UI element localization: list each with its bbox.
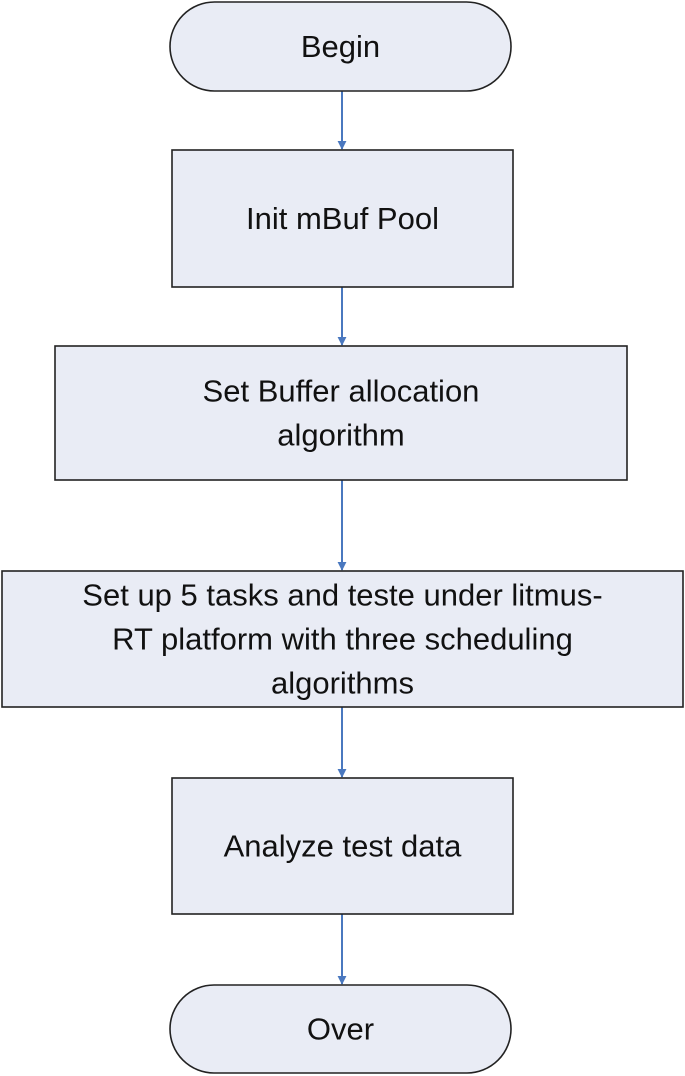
node-label-line: Over: [307, 1012, 374, 1047]
node-label-line: algorithm: [277, 418, 405, 453]
process-box: [171, 777, 514, 915]
node-set-buffer-allocation: Set Buffer allocation algorithm: [54, 345, 628, 481]
terminator-shape: [169, 1, 512, 92]
node-analyze-test-data: Analyze test data: [171, 777, 514, 915]
process-box: [1, 570, 684, 708]
node-label-line: Set up 5 tasks and teste under litmus-: [82, 578, 602, 613]
node-begin: Begin: [169, 1, 512, 92]
node-init-mbuf-pool: Init mBuf Pool: [171, 149, 514, 288]
node-label-line: Analyze test data: [224, 829, 463, 864]
terminator-shape: [169, 984, 512, 1074]
node-over: Over: [169, 984, 512, 1074]
process-box: [54, 345, 628, 481]
node-set-up-tasks: Set up 5 tasks and teste under litmus- RT…: [1, 570, 684, 708]
process-box: [171, 149, 514, 288]
node-label-line: algorithms: [271, 666, 414, 701]
node-label-line: Set Buffer allocation: [203, 374, 480, 409]
node-label-line: RT platform with three scheduling: [112, 622, 573, 657]
node-label-line: Begin: [301, 29, 380, 64]
node-label-line: Init mBuf Pool: [246, 201, 439, 236]
